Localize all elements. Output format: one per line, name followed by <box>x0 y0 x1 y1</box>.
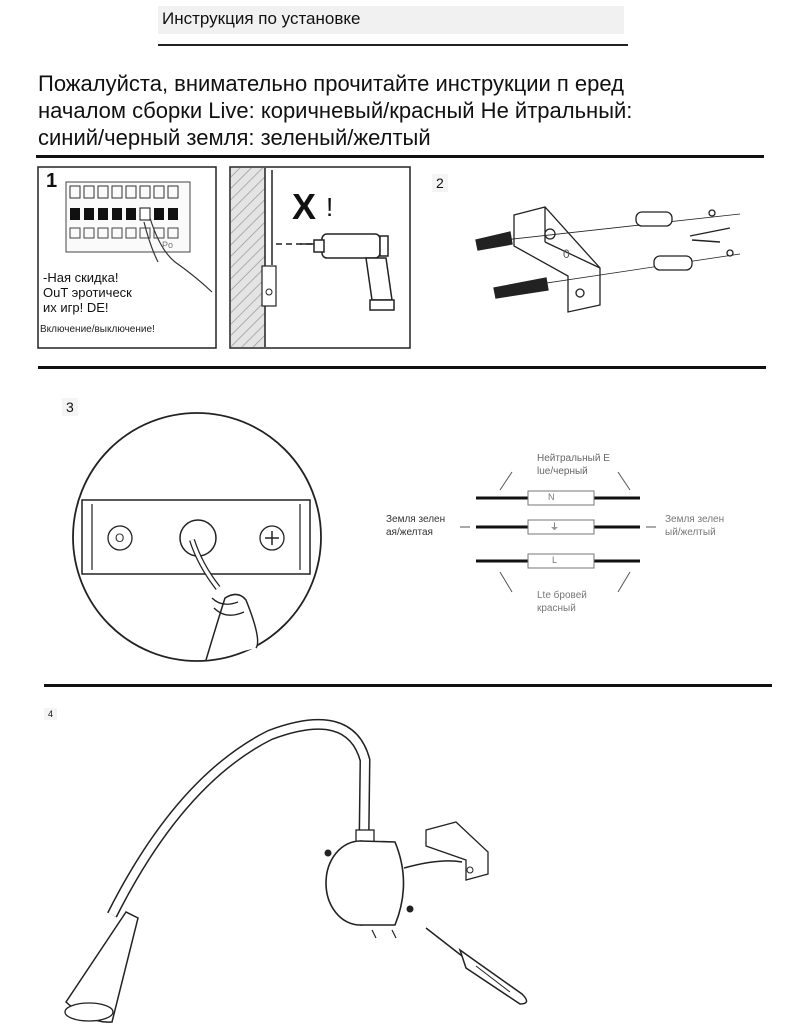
breaker-row <box>69 185 179 199</box>
step1-note: -Ная скидка! OuT эротическ их игр! DE! <box>40 269 135 316</box>
terminal-earth-icon: ⏚ <box>550 522 560 532</box>
header-bar <box>158 6 624 34</box>
terminal-n-label: N <box>548 492 555 502</box>
breaker-switches <box>70 208 178 220</box>
panel-label: Po <box>162 240 174 250</box>
step1b-panel <box>229 166 411 349</box>
neutral-label: Нейтральный E lue/черный <box>537 452 610 478</box>
step3-detail-circle <box>72 412 322 662</box>
intro-text: Пожалуйста, внимательно прочитайте инстр… <box>38 71 633 150</box>
knob-label: O <box>115 531 125 545</box>
bracket-label: 0 <box>563 247 570 261</box>
screwdriver-icon <box>425 927 528 1005</box>
live-label: Lte бровей красный <box>537 589 587 615</box>
screw-icon <box>475 231 549 299</box>
warning-exclaim: ! <box>326 192 334 222</box>
step1-panel <box>37 166 217 349</box>
page-title: Инструкция по установке <box>162 9 361 28</box>
neutral-label-line2: lue/черный <box>537 466 588 477</box>
step-1-number: 1 <box>46 170 58 192</box>
step3-terminal-diagram <box>460 471 656 593</box>
earth-left-label: Земля зелен ая/желтая <box>386 513 445 539</box>
section-divider-1 <box>36 155 764 158</box>
warning-x-icon: X <box>292 186 317 227</box>
earth-left-line1: Земля зелен <box>386 514 446 525</box>
drill-icon <box>313 233 395 311</box>
earth-left-line2: ая/желтая <box>386 527 433 538</box>
step-2-number: 2 <box>432 174 448 192</box>
switch-caption: Включение/выключение! <box>40 324 155 335</box>
live-label-line1: Lte бровей <box>537 590 587 601</box>
live-label-line2: красный <box>537 603 576 614</box>
step1-note-line3: их игр! DE! <box>43 300 109 315</box>
step2-bracket-diagram <box>475 206 741 313</box>
earth-right-line2: ый/желтый <box>665 527 716 538</box>
section-divider-2 <box>38 366 766 369</box>
terminal-l-label: L <box>552 555 558 565</box>
step4-lamp-diagram <box>64 718 528 1023</box>
step-3-number: 3 <box>62 398 78 416</box>
step-4-number: 4 <box>44 708 58 720</box>
step1-note-line2: OuT эротическ <box>43 285 132 300</box>
wall-plug-icon <box>635 211 693 271</box>
header-divider <box>158 44 628 46</box>
step1-note-line1: -Ная скидка! <box>43 270 119 285</box>
neutral-label-line1: Нейтральный E <box>537 453 610 464</box>
earth-right-line1: Земля зелен <box>665 514 725 525</box>
earth-right-label: Земля зелен ый/желтый <box>665 513 724 539</box>
section-divider-3 <box>44 684 772 687</box>
